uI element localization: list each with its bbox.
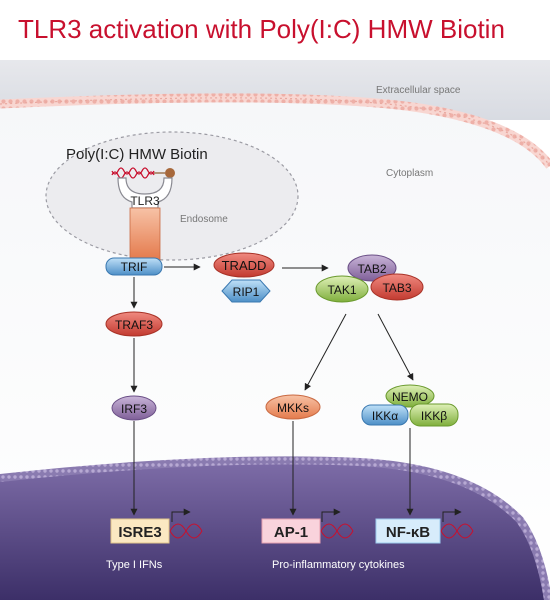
rip1-node (221, 279, 271, 303)
traf3-node (105, 311, 163, 337)
ap1-box (261, 518, 321, 544)
tlr3-ectodomain (117, 177, 173, 209)
ap1-label: AP-1 (274, 524, 308, 541)
trif-node (105, 257, 163, 276)
tradd-node (213, 252, 275, 278)
tab3-node (370, 273, 424, 301)
mkks-label: MKKs (277, 401, 309, 415)
endosome (45, 131, 299, 261)
promoter-arrow-icon (442, 508, 462, 522)
tlr3-label: TLR3 (130, 194, 160, 208)
ikka-label: IKKα (372, 409, 398, 423)
arrow-tak1-nemo (377, 313, 414, 381)
dsrna-icon (111, 171, 155, 179)
ikka-node (361, 404, 409, 426)
nemo-label: NEMO (392, 390, 428, 404)
mkks-node (265, 394, 321, 420)
proinflammatory-label: Pro-inflammatory cytokines (272, 559, 405, 571)
irf3-label: IRF3 (121, 402, 147, 416)
ligand-label: Poly(I:C) HMW Biotin (66, 146, 208, 163)
tak1-node (315, 275, 369, 303)
page-title: TLR3 activation with Poly(I:C) HMW Bioti… (18, 14, 505, 44)
biotin-icon (165, 168, 175, 178)
tlr3-tir-domain (129, 207, 161, 261)
tak1-label: TAK1 (327, 283, 356, 297)
tab2-label: TAB2 (357, 262, 386, 276)
nemo-node (385, 384, 435, 408)
arrow-tak1-mkks (304, 313, 347, 391)
nfkb-label: NF-κB (386, 524, 430, 541)
irf3-node (111, 395, 157, 421)
trif-label: TRIF (121, 260, 148, 274)
isre3-box (110, 518, 170, 544)
type1-ifns-label: Type I IFNs (106, 559, 163, 571)
ikkb-label: IKKβ (421, 409, 447, 423)
extracellular-label: Extracellular space (376, 85, 461, 96)
tradd-label: TRADD (222, 258, 267, 273)
nfkb-box (375, 518, 441, 544)
tab2-node (347, 254, 397, 282)
tab3-label: TAB3 (382, 281, 411, 295)
isre3-label: ISRE3 (118, 524, 161, 541)
ikkb-node (409, 403, 459, 427)
nuclear-envelope (0, 456, 550, 600)
traf3-label: TRAF3 (115, 318, 153, 332)
promoter-arrow-icon (171, 508, 191, 522)
endosome-label: Endosome (180, 214, 228, 225)
promoter-arrow-icon (321, 508, 341, 522)
rip1-label: RIP1 (233, 285, 260, 299)
cytoplasm-label: Cytoplasm (386, 168, 433, 179)
